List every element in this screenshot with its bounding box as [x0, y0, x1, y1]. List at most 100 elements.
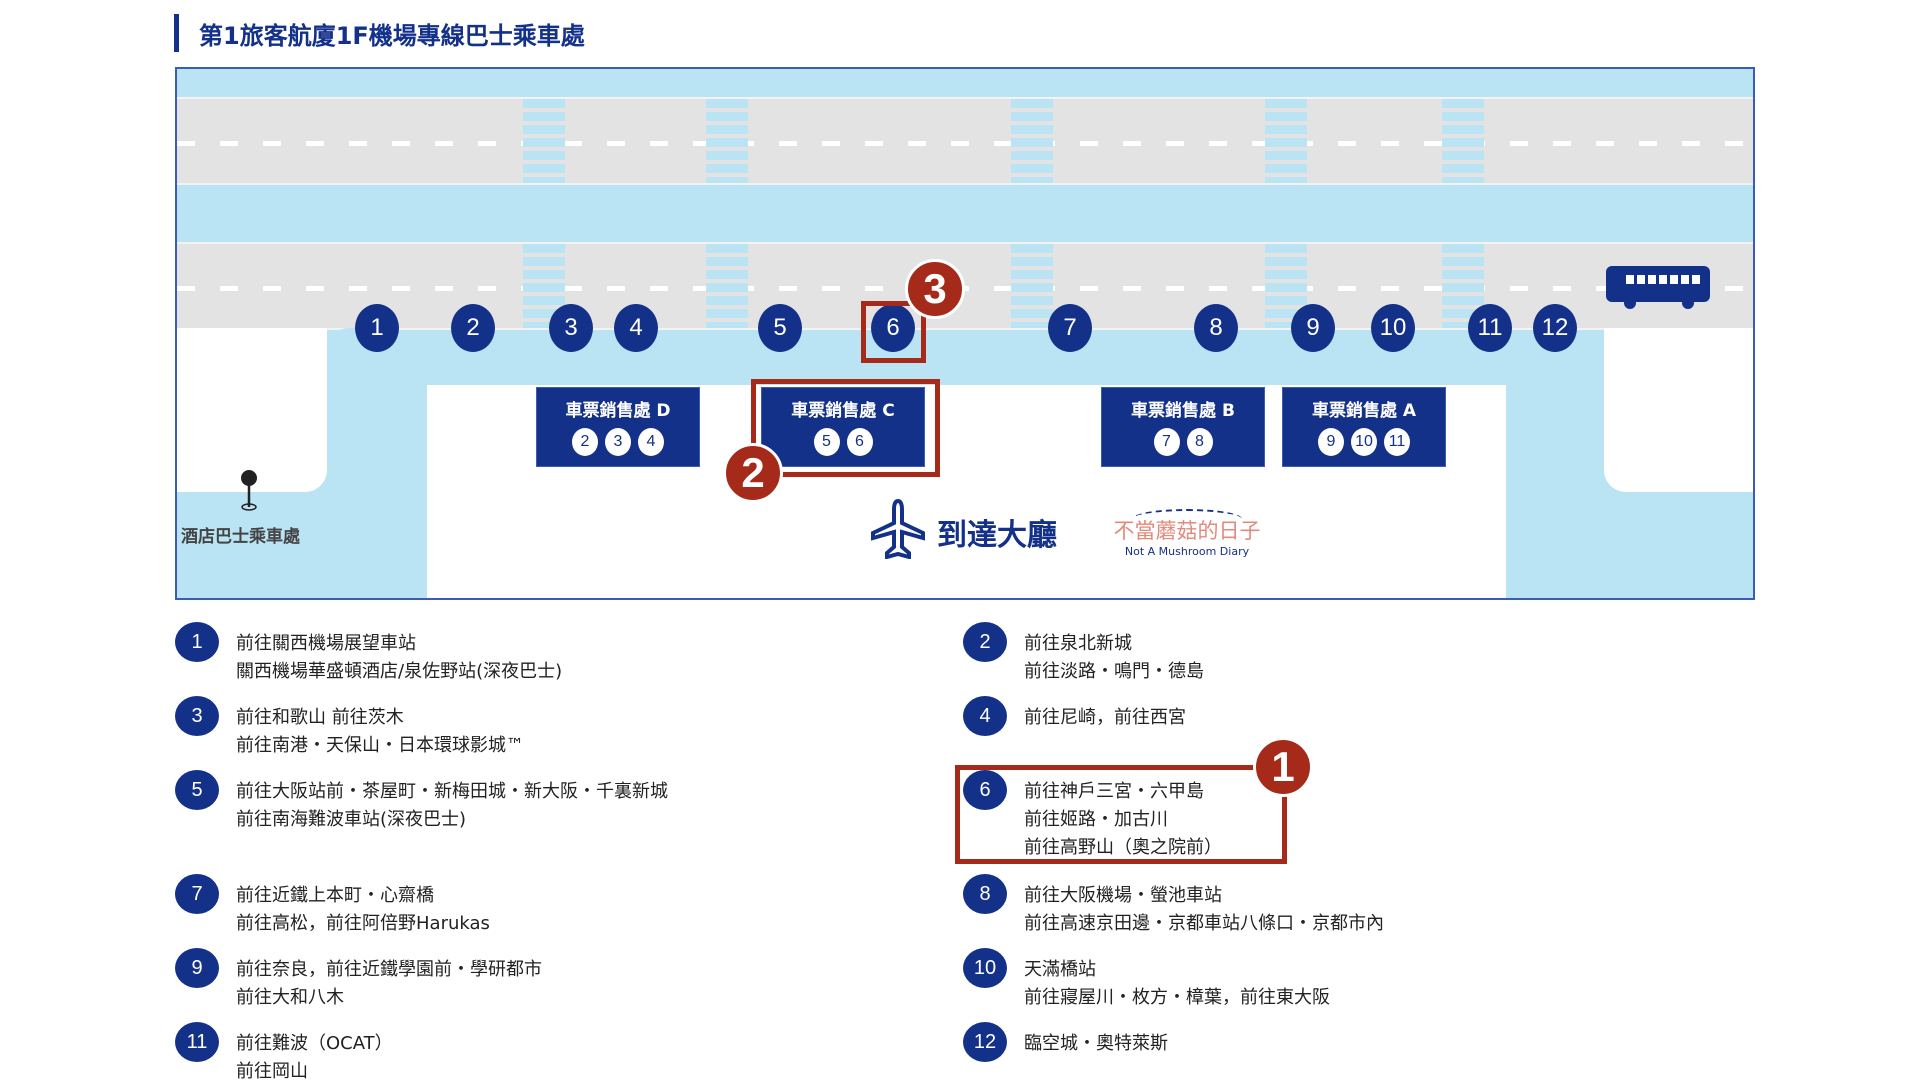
bus-icon — [1604, 263, 1712, 315]
legend-destination: 天滿橋站 — [1024, 959, 1096, 980]
legend-item: 10 天滿橋站前往寢屋川・枚方・樟葉，前往東大阪 — [963, 948, 1330, 1012]
legend-item: 7 前往近鐵上本町・心齋橋前往高松，前往阿倍野Harukas — [175, 874, 490, 938]
annotation-2: 2 — [723, 443, 783, 503]
booth-stop-badge: 10 — [1350, 427, 1378, 457]
bus-stop-marker: 1 — [355, 304, 399, 352]
legend-destination: 前往岡山 — [236, 1061, 308, 1082]
booth-stop-badge: 3 — [604, 427, 632, 457]
hotel-bus-pin-icon — [239, 469, 259, 517]
legend-destination: 前往姬路・加古川 — [1024, 809, 1168, 830]
legend-item: 9 前往奈良，前往近鐵學園前・學研都市前往大和八木 — [175, 948, 542, 1012]
bus-stop-marker: 9 — [1291, 304, 1335, 352]
legend-stop-number: 1 — [175, 622, 219, 662]
legend-destination: 前往高松，前往阿倍野Harukas — [236, 913, 490, 934]
booth-stop-badge: 4 — [637, 427, 665, 457]
airplane-icon — [870, 498, 926, 563]
crosswalk — [1442, 99, 1484, 183]
bus-stop-marker: 2 — [451, 304, 495, 352]
legend-destination: 前往尼崎，前往西宮 — [1024, 707, 1186, 728]
highlight-booth-c — [751, 379, 940, 477]
road-lower — [177, 242, 1753, 330]
legend-destination: 關西機場華盛頓酒店/泉佐野站(深夜巴士) — [236, 661, 563, 682]
crosswalk — [1011, 99, 1053, 183]
legend-item: 1 前往關西機場展望車站關西機場華盛頓酒店/泉佐野站(深夜巴士) — [175, 622, 563, 686]
legend-destination: 前往淡路・鳴門・德島 — [1024, 661, 1204, 682]
booth-stop-badge: 5 — [812, 427, 841, 457]
legend-stop-number: 6 — [963, 770, 1007, 810]
bus-stop-marker: 11 — [1468, 304, 1512, 352]
title-accent-bar — [174, 14, 179, 52]
bus-stop-marker: 12 — [1533, 304, 1577, 352]
legend-stop-number: 3 — [175, 696, 219, 736]
legend-stop-number: 7 — [175, 874, 219, 914]
annotation-3: 3 — [905, 259, 965, 319]
booth-label: 車票銷售處 D — [565, 401, 671, 421]
booth-stop-badge: 9 — [1317, 427, 1345, 457]
right-outer-area — [1604, 328, 1753, 492]
legend-destination: 前往和歌山 前往茨木 — [236, 707, 404, 728]
crosswalk — [1265, 99, 1307, 183]
crosswalk — [1011, 244, 1053, 328]
legend-destination: 前往南港・天保山・日本環球影城™ — [236, 735, 524, 756]
arrival-hall-label: 到達大廳 — [937, 518, 1057, 553]
crosswalk — [706, 99, 748, 183]
legend-destination: 前往南海難波車站(深夜巴士) — [236, 809, 467, 830]
booth-stop-badge: 8 — [1185, 427, 1214, 457]
booth-label: 車票銷售處 C — [791, 401, 895, 421]
legend-destination: 前往高速京田邊・京都車站八條口・京都市內 — [1024, 913, 1384, 934]
road-upper — [177, 97, 1753, 185]
booth-stop-badge: 11 — [1383, 427, 1411, 457]
legend-destination: 前往大阪機場・螢池車站 — [1024, 885, 1222, 906]
booth-label: 車票銷售處 B — [1131, 401, 1235, 421]
bus-stop-marker: 7 — [1048, 304, 1092, 352]
bus-stop-marker: 6 — [871, 304, 915, 352]
legend-stop-number: 5 — [175, 770, 219, 810]
legend-stop-number: 8 — [963, 874, 1007, 914]
bus-stop-marker: 4 — [614, 304, 658, 352]
legend-stop-number: 4 — [963, 696, 1007, 736]
annotation-1: 1 — [1253, 737, 1313, 797]
legend-destination: 前往近鐵上本町・心齋橋 — [236, 885, 434, 906]
booth-label: 車票銷售處 A — [1311, 401, 1417, 421]
legend-destination: 前往泉北新城 — [1024, 633, 1132, 654]
bus-stop-marker: 10 — [1371, 304, 1415, 352]
legend-destination: 前往難波（OCAT） — [236, 1033, 393, 1054]
highlight-legend-6 — [955, 765, 1287, 864]
legend-stop-number: 10 — [963, 948, 1007, 988]
legend-stop-number: 2 — [963, 622, 1007, 662]
legend-destination: 前往關西機場展望車站 — [236, 633, 416, 654]
legend-item: 11 前往難波（OCAT） 前往岡山 — [175, 1022, 393, 1086]
legend-destination: 臨空城・奧特萊斯 — [1024, 1033, 1168, 1054]
legend-item: 6 前往神戶三宮・六甲島前往姬路・加古川前往高野山（奧之院前） — [963, 770, 1222, 862]
legend-item: 8 前往大阪機場・螢池車站前往高速京田邊・京都車站八條口・京都市內 — [963, 874, 1384, 938]
legend-destination: 前往高野山（奧之院前） — [1024, 837, 1222, 858]
legend-destination: 前往大阪站前・茶屋町・新梅田城・新大阪・千裏新城 — [236, 781, 668, 802]
legend-destination: 前往大和八木 — [236, 987, 344, 1008]
legend-stop-number: 9 — [175, 948, 219, 988]
legend-stop-number: 12 — [963, 1022, 1007, 1062]
legend-destination: 前往奈良，前往近鐵學園前・學研都市 — [236, 959, 542, 980]
legend-item: 4 前往尼崎，前往西宮 — [963, 696, 1186, 736]
page-title: 第1旅客航廈1F機場專線巴士乘車處 — [199, 22, 585, 50]
booth-stop-badge: 7 — [1152, 427, 1181, 457]
watermark-logo: 不當蘑菇的日子 Not A Mushroom Diary — [1112, 509, 1262, 558]
bus-stop-marker: 5 — [758, 304, 802, 352]
bus-stop-marker: 8 — [1194, 304, 1238, 352]
highlight-stop-6 — [861, 301, 926, 363]
legend-item: 5 前往大阪站前・茶屋町・新梅田城・新大阪・千裏新城前往南海難波車站(深夜巴士) — [175, 770, 668, 834]
left-outer-area — [177, 328, 327, 492]
hotel-bus-label: 酒店巴士乘車處 — [181, 527, 300, 547]
crosswalk — [523, 99, 565, 183]
legend-destination: 前往神戶三宮・六甲島 — [1024, 781, 1204, 802]
legend-destination: 前往寢屋川・枚方・樟葉，前往東大阪 — [1024, 987, 1330, 1008]
legend-item: 3 前往和歌山 前往茨木前往南港・天保山・日本環球影城™ — [175, 696, 524, 760]
crosswalk — [706, 244, 748, 328]
bus-stop-marker: 3 — [549, 304, 593, 352]
legend-stop-number: 11 — [175, 1022, 219, 1062]
legend-item: 2 前往泉北新城前往淡路・鳴門・德島 — [963, 622, 1204, 686]
